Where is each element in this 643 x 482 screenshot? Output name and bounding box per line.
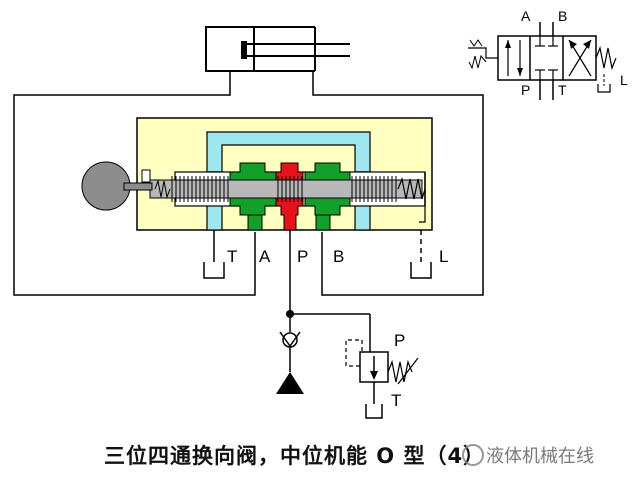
symbol-label-p: P: [521, 82, 531, 98]
watermark: 液体机械在线: [462, 442, 594, 468]
return-spring: [397, 176, 426, 200]
port-label-p: P: [297, 247, 309, 266]
symbol-label-b: B: [558, 8, 568, 24]
figure-caption: 三位四通换向阀，中位机能 O 型（4）: [104, 444, 486, 468]
port-label-t: T: [227, 247, 238, 266]
handle-knob[interactable]: [81, 161, 131, 211]
symbol-label-l: L: [620, 72, 628, 88]
detent: [141, 169, 151, 183]
symbol-label-a: A: [521, 8, 531, 24]
relief-label-p: P: [394, 331, 406, 350]
pump-symbol: [276, 372, 304, 394]
cylinder: [205, 26, 350, 72]
pilot-line: [345, 339, 363, 367]
pressure-circuit: [276, 310, 371, 394]
cylinder-lines: [13, 71, 484, 296]
symbol-box: [497, 35, 597, 81]
port-label-a: A: [259, 247, 271, 266]
handle-shaft: [123, 182, 153, 191]
watermark-logo-icon: [462, 444, 484, 466]
valve-symbol: [468, 22, 617, 100]
symbol-label-t: T: [558, 82, 567, 98]
relief-spring: [387, 359, 413, 383]
valve-body: [136, 117, 433, 231]
relief-label-t: T: [391, 391, 402, 410]
watermark-text: 液体机械在线: [486, 446, 594, 467]
piston: [241, 41, 247, 59]
port-label-b: B: [333, 247, 345, 266]
port-label-l: L: [439, 247, 449, 266]
port-lines: [203, 230, 432, 314]
relief-valve: [345, 339, 419, 419]
handle[interactable]: [81, 161, 153, 211]
